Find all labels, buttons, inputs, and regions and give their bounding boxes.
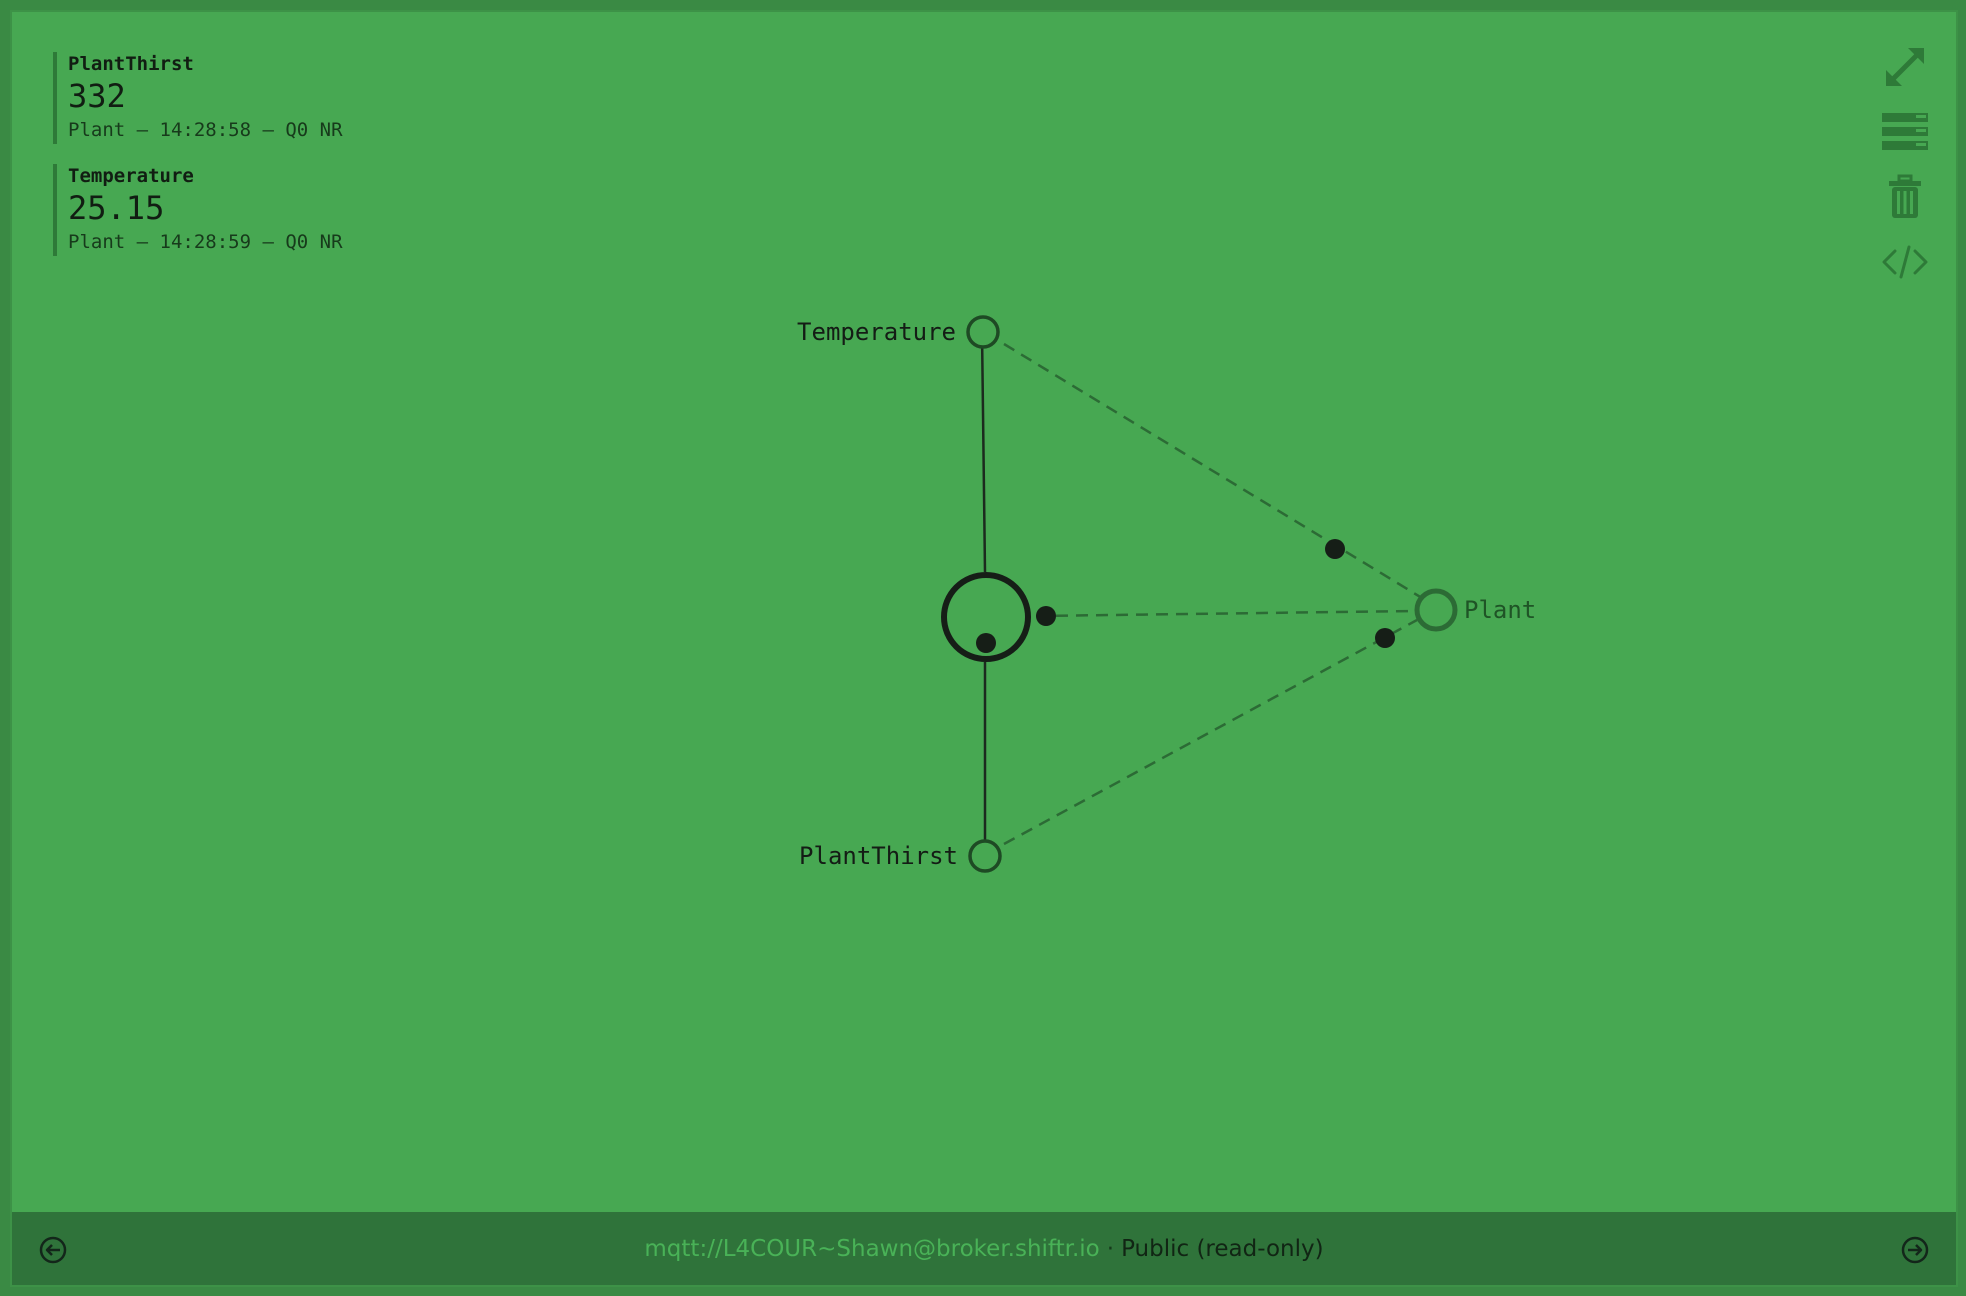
- temperature-node[interactable]: [966, 315, 1000, 349]
- message-value: 25.15: [68, 189, 165, 227]
- link-temperature-plant: [1003, 342, 1423, 600]
- visualization-frame: PlantThirst 332 Plant – 14:28:58 – Q0 NR…: [10, 10, 1958, 1287]
- plantthirst-node-label: PlantThirst: [799, 842, 958, 870]
- embed-code-button[interactable]: [1880, 237, 1930, 287]
- broker-url[interactable]: mqtt://L4COUR~Shawn@broker.shiftr.io: [644, 1235, 1100, 1262]
- code-icon: [1882, 245, 1928, 279]
- message-dots: [976, 539, 1395, 653]
- message-list-button[interactable]: [1880, 108, 1930, 158]
- trash-icon: [1889, 174, 1921, 218]
- arrow-right-circle-icon: [1901, 1236, 1929, 1264]
- message-dot: [1375, 628, 1395, 648]
- link-temperature-broker: [980, 331, 987, 573]
- next-button[interactable]: [1901, 1236, 1929, 1264]
- expand-icon: [1886, 48, 1924, 86]
- message-meta: Plant – 14:28:58 – Q0 NR: [68, 119, 343, 141]
- footer-separator: ·: [1106, 1235, 1115, 1262]
- message-topic: Temperature: [68, 165, 194, 187]
- plant-node-label: Plant: [1464, 596, 1536, 624]
- clear-button[interactable]: [1880, 172, 1930, 222]
- message-topic: PlantThirst: [68, 53, 194, 75]
- message-entry: PlantThirst 332 Plant – 14:28:58 – Q0 NR: [53, 52, 343, 144]
- message-dot: [1325, 539, 1345, 559]
- network-graph: Temperature PlantThirst Plant: [797, 315, 1536, 873]
- message-meta: Plant – 14:28:59 – Q0 NR: [68, 231, 343, 253]
- plant-node[interactable]: [1414, 588, 1458, 632]
- arrow-left-circle-icon: [39, 1236, 67, 1264]
- footer-bar: mqtt://L4COUR~Shawn@broker.shiftr.io · P…: [12, 1212, 1956, 1285]
- message-dot: [1036, 606, 1056, 626]
- link-broker-plant: [1035, 609, 1415, 618]
- previous-button[interactable]: [39, 1236, 67, 1264]
- temperature-node-label: Temperature: [797, 318, 956, 346]
- message-entry: Temperature 25.15 Plant – 14:28:59 – Q0 …: [53, 164, 343, 256]
- fullscreen-button[interactable]: [1880, 42, 1930, 92]
- broker-node[interactable]: [941, 572, 1031, 662]
- list-icon: [1882, 113, 1928, 150]
- graph-links: [980, 331, 1423, 854]
- link-plantthirst-plant: [1003, 618, 1418, 846]
- access-status: Public (read-only): [1121, 1235, 1324, 1262]
- plantthirst-node[interactable]: [968, 839, 1002, 873]
- message-value: 332: [68, 77, 126, 115]
- message-dot: [976, 633, 996, 653]
